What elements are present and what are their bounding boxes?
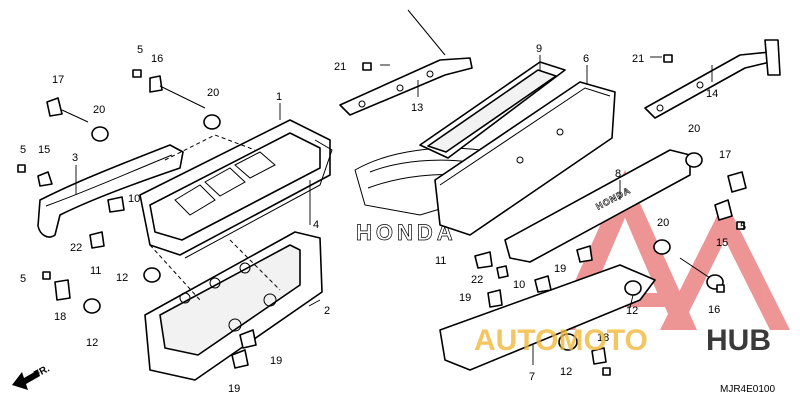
callout-9: 9 — [536, 43, 542, 55]
callout-4: 4 — [313, 219, 319, 231]
callout-19c: 19 — [554, 263, 566, 275]
diagram-code: MJR4E0100 — [720, 384, 775, 395]
callout-15a: 15 — [38, 144, 50, 156]
callout-20a: 20 — [93, 104, 105, 116]
callout-7: 7 — [529, 371, 535, 383]
callout-19a: 19 — [270, 355, 282, 367]
left-hardware — [17, 69, 257, 369]
callout-5c: 5 — [20, 273, 26, 285]
direction-arrow-fr: FR. — [12, 363, 52, 390]
callout-21b: 21 — [632, 53, 644, 65]
right-hardware — [362, 54, 747, 376]
callout-17b: 17 — [719, 149, 731, 161]
callout-17a: 17 — [52, 74, 64, 86]
gasket-part-9 — [419, 61, 566, 159]
bracket-part-14 — [644, 39, 781, 119]
callout-10b: 10 — [513, 279, 525, 291]
bracket-part-13 — [339, 9, 473, 116]
callout-20d: 20 — [657, 217, 669, 229]
callout-22a: 22 — [70, 242, 82, 254]
callout-5d: 5 — [740, 221, 746, 233]
honda-emblem-text: HONDA — [356, 220, 457, 245]
callout-12a: 12 — [116, 272, 128, 284]
lower-case-part-2 — [144, 231, 323, 381]
callout-12b: 12 — [86, 337, 98, 349]
callout-18b: 18 — [597, 332, 609, 344]
callout-18a: 18 — [54, 311, 66, 323]
callout-12d: 12 — [560, 366, 572, 378]
callouts: 1 2 3 4 5 5 5 5 6 7 8 9 10 10 11 11 12 1… — [20, 43, 746, 395]
side-cover-part-3 — [37, 144, 184, 238]
watermark-part1: AUTOMOTO — [474, 324, 648, 357]
callout-11b: 11 — [435, 255, 446, 267]
callout-16b: 16 — [708, 304, 720, 316]
callout-2: 2 — [324, 305, 330, 317]
callout-1: 1 — [276, 91, 282, 103]
callout-21a: 21 — [334, 61, 346, 73]
callout-11a: 11 — [90, 265, 101, 277]
callout-5a: 5 — [137, 44, 143, 56]
callout-15b: 15 — [716, 237, 728, 249]
callout-10a: 10 — [128, 193, 140, 205]
inner-box-part-6 — [434, 81, 616, 236]
lid-part-1 — [139, 119, 331, 256]
callout-12c: 12 — [626, 305, 638, 317]
callout-19b: 19 — [228, 383, 240, 395]
callout-6: 6 — [583, 53, 589, 65]
callout-13: 13 — [411, 102, 423, 114]
callout-8: 8 — [615, 168, 621, 180]
gasket-part-4 — [184, 139, 333, 259]
watermark-text: AUTOMOTO HUB — [474, 324, 771, 357]
callout-19d: 19 — [459, 292, 471, 304]
callout-22b: 22 — [471, 274, 483, 286]
watermark-part2: HUB — [706, 324, 771, 357]
callout-20b: 20 — [207, 87, 219, 99]
outer-cover-part-7 — [439, 264, 656, 371]
callout-16a: 16 — [151, 53, 163, 65]
callout-5b: 5 — [20, 144, 26, 156]
callout-14: 14 — [706, 88, 718, 100]
callout-20c: 20 — [688, 123, 700, 135]
leader-lines — [75, 55, 713, 365]
callout-3: 3 — [72, 152, 78, 164]
direction-label: FR. — [32, 363, 52, 380]
side-cover-part-8: HONDA — [504, 149, 691, 263]
